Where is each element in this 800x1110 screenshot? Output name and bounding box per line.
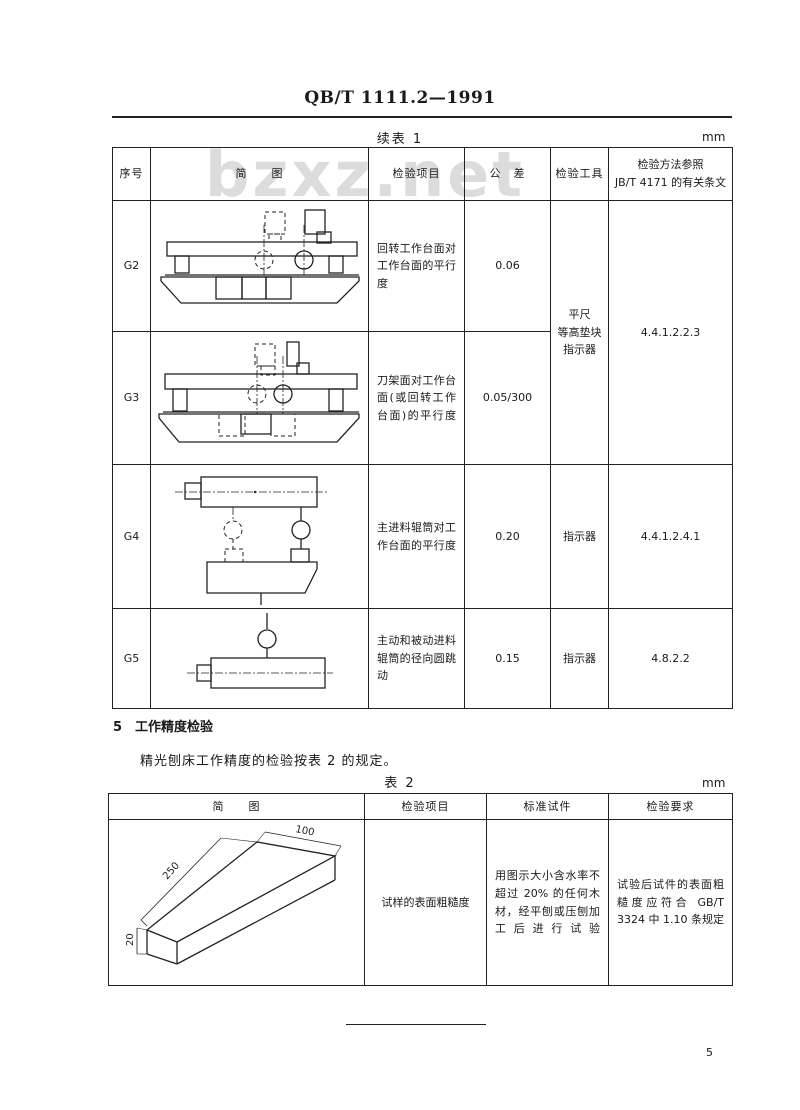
g2-diagram-drawing bbox=[160, 209, 360, 304]
row-item: 主进料辊筒对工作台面的平行度 bbox=[377, 520, 456, 552]
diagram-g2 bbox=[150, 200, 369, 332]
row-method: 4.8.2.2 bbox=[608, 608, 733, 709]
header-diagram: 简 图 bbox=[150, 147, 369, 201]
header-method: 检验方法参照 JB/T 4171 的有关条文 bbox=[608, 147, 733, 201]
row-no: G5 bbox=[112, 608, 151, 709]
row-item: 主动和被动进料辊筒的径向圆跳动 bbox=[377, 634, 456, 683]
merged-tool-cell: 平尺 等高垫块 指示器 bbox=[550, 200, 609, 465]
table-row: 250 100 20 试样的表面粗糙度 用图示大小含水率不超过 20% 的任何木… bbox=[108, 819, 733, 986]
row-item: 刀架面对工作台面(或回转工作台面)的平行度 bbox=[377, 373, 456, 422]
row-tolerance: 0.06 bbox=[464, 200, 551, 332]
specimen-diagram-cell: 250 100 20 bbox=[108, 819, 365, 986]
diagram-g3 bbox=[150, 331, 369, 465]
section-paragraph: 精光刨床工作精度的检验按表 2 的规定。 bbox=[140, 754, 398, 769]
row-no: G4 bbox=[112, 464, 151, 609]
tool-line3: 指示器 bbox=[563, 343, 596, 357]
header-tool: 检验工具 bbox=[550, 147, 609, 201]
header-specimen: 标准试件 bbox=[486, 793, 609, 820]
tool-line2: 等高垫块 bbox=[557, 325, 602, 339]
dim-height: 20 bbox=[125, 933, 136, 946]
header-item: 检验项目 bbox=[364, 793, 487, 820]
page-number: 5 bbox=[706, 1046, 713, 1059]
header-requirement: 检验要求 bbox=[608, 793, 733, 820]
header-tolerance: 公 差 bbox=[464, 147, 551, 201]
row-item: 回转工作台面对工作台面的平行度 bbox=[377, 241, 456, 290]
table-row: G4 主进料辊筒对工作台面的平行度 0.20 指示器 4.4.1.2 bbox=[112, 464, 733, 609]
g4-diagram-drawing bbox=[175, 476, 327, 605]
row-tool: 指示器 bbox=[550, 608, 609, 709]
table-2: 简 图 检验项目 标准试件 检验要求 250 bbox=[108, 793, 733, 986]
table-row: G2 回转工作台面对工作台面的平行度 0.06 bbox=[112, 200, 733, 465]
row-specimen: 用图示大小含水率不超过 20% 的任何木材，经平刨或压刨加工后进行试验 bbox=[495, 869, 600, 936]
section-heading: 5 工作精度检验 bbox=[113, 720, 214, 735]
row-no: G3 bbox=[112, 331, 151, 465]
header-method-line2: JB/T 4171 的有关条文 bbox=[614, 176, 727, 189]
header-rule bbox=[112, 116, 732, 118]
row-no: G2 bbox=[112, 200, 151, 332]
table-row: G3 刀架面对工作台面(或回转工作台面)的平行度 bbox=[112, 331, 733, 465]
g5-diagram-drawing bbox=[187, 613, 333, 689]
diagram-g5 bbox=[150, 608, 369, 709]
diagram-g4 bbox=[150, 464, 369, 609]
footer-rule bbox=[346, 1024, 486, 1025]
table2-caption: 表 2 bbox=[384, 776, 416, 791]
table-1: 序号 简 图 检验项目 公 差 检验工具 检验方法参照 JB/T 4171 的有… bbox=[112, 147, 733, 709]
header-diagram: 简 图 bbox=[108, 793, 365, 820]
table2-unit: mm bbox=[702, 776, 726, 790]
row-tolerance: 0.20 bbox=[464, 464, 551, 609]
dim-length: 250 bbox=[161, 860, 182, 882]
row-tolerance: 0.15 bbox=[464, 608, 551, 709]
table1-caption: 续表 1 bbox=[376, 132, 424, 147]
merged-method-cell: 4.4.1.2.2.3 bbox=[608, 200, 733, 465]
table1-header-row: 序号 简 图 检验项目 公 差 检验工具 检验方法参照 JB/T 4171 的有… bbox=[112, 147, 733, 201]
header-item: 检验项目 bbox=[368, 147, 465, 201]
row-method: 4.4.1.2.4.1 bbox=[608, 464, 733, 609]
header-no: 序号 bbox=[112, 147, 151, 201]
dim-width: 100 bbox=[294, 824, 315, 838]
row-item: 试样的表面粗糙度 bbox=[364, 819, 487, 986]
standard-number: QB/T 1111.2—1991 bbox=[304, 88, 496, 108]
table2-header-row: 简 图 检验项目 标准试件 检验要求 bbox=[108, 793, 733, 820]
row-requirement: 试验后试件的表面粗糙度应符合 GB/T 3324 中 1.10 条规定 bbox=[617, 878, 724, 927]
tool-line1: 平尺 bbox=[568, 308, 591, 322]
table-row: G5 主动和被动进料辊筒的径向圆跳动 0.15 指示器 4.8.2.2 bbox=[112, 608, 733, 709]
table1-unit: mm bbox=[702, 130, 726, 144]
row-tool: 指示器 bbox=[550, 464, 609, 609]
specimen-block-drawing: 250 100 20 bbox=[125, 824, 342, 965]
row-tolerance: 0.05/300 bbox=[464, 331, 551, 465]
g3-diagram-drawing bbox=[158, 341, 360, 443]
header-method-line1: 检验方法参照 bbox=[637, 158, 704, 172]
